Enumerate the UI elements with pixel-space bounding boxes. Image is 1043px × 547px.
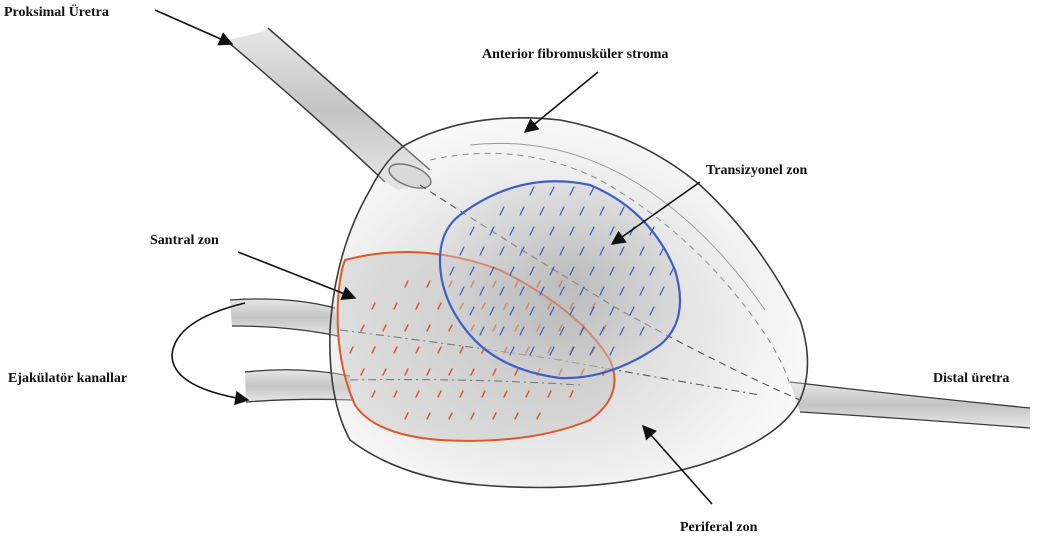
- label-central-zone: Santral zon: [150, 233, 219, 249]
- label-distal-urethra: Distal üretra: [933, 371, 1009, 387]
- arrow-proximal-urethra: [155, 10, 232, 44]
- label-ejaculatory-ducts: Ejakülatör kanallar: [8, 371, 127, 387]
- label-proximal-urethra: Proksimal Üretra: [4, 5, 109, 21]
- distal-urethra-tube: [790, 382, 1030, 428]
- label-transition-zone: Transizyonel zon: [706, 163, 807, 179]
- label-anterior-fibromuscular-stroma: Anterior fibromusküler stroma: [482, 47, 668, 63]
- label-peripheral-zone: Periferal zon: [680, 520, 757, 536]
